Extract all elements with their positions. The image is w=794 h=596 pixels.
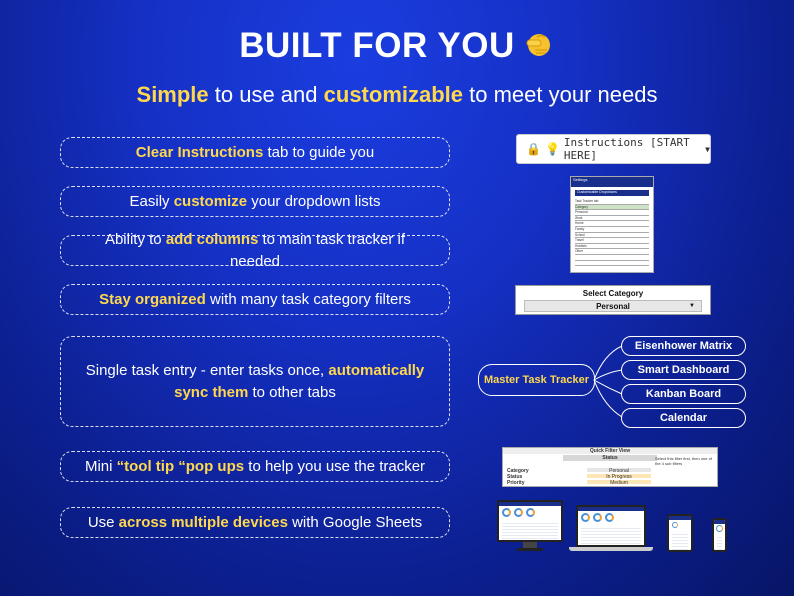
laptop-device-image bbox=[569, 505, 653, 553]
feature-pill-sync: Single task entry - enter tasks once, au… bbox=[60, 336, 450, 427]
eisenhower-matrix-node: Eisenhower Matrix bbox=[621, 336, 746, 356]
phone-device-image bbox=[712, 518, 727, 552]
feature-pill-columns: Ability to add columns to main task trac… bbox=[60, 231, 450, 270]
smart-dashboard-node: Smart Dashboard bbox=[621, 360, 746, 380]
select-category-preview: Select Category Personal ▼ bbox=[515, 285, 711, 315]
calendar-node: Calendar bbox=[621, 408, 746, 428]
title-text: BUILT FOR YOU bbox=[239, 26, 515, 65]
tablet-device-image bbox=[667, 514, 693, 552]
lightbulb-icon: 💡 bbox=[544, 142, 560, 156]
feature-pill-tooltips: Mini “tool tip “pop ups to help you use … bbox=[60, 451, 450, 482]
dropdown-arrow-icon: ▼ bbox=[705, 144, 710, 154]
lock-icon: 🔒 bbox=[526, 142, 541, 156]
master-task-tracker-node: Master Task Tracker bbox=[478, 364, 595, 396]
dropdown-arrow-icon: ▼ bbox=[689, 303, 695, 309]
instructions-tab-preview: 🔒 💡 Instructions [START HERE] ▼ bbox=[516, 134, 711, 164]
feature-pill-customize: Easily customize your dropdown lists bbox=[60, 186, 450, 217]
page-subtitle: Simple to use and customizable to meet y… bbox=[136, 82, 658, 107]
feature-pill-devices: Use across multiple devices with Google … bbox=[60, 507, 450, 538]
settings-rows: Task Tracker tab Category Personal Work … bbox=[575, 199, 649, 267]
settings-sheet-preview: Settings Customizable Dropdowns Task Tra… bbox=[570, 176, 654, 273]
page-title: BUILT FOR YOU bbox=[0, 26, 794, 66]
kanban-board-node: Kanban Board bbox=[621, 384, 746, 404]
pointing-hand-icon bbox=[526, 34, 550, 56]
desktop-device-image bbox=[497, 500, 563, 554]
feature-pill-instructions: Clear Instructions tab to guide you bbox=[60, 137, 450, 168]
quick-filter-preview: Quick Filter View Status Select this fil… bbox=[502, 447, 718, 487]
feature-pill-organized: Stay organized with many task category f… bbox=[60, 284, 450, 315]
connector-lines bbox=[593, 345, 623, 418]
category-select: Personal ▼ bbox=[524, 300, 702, 312]
